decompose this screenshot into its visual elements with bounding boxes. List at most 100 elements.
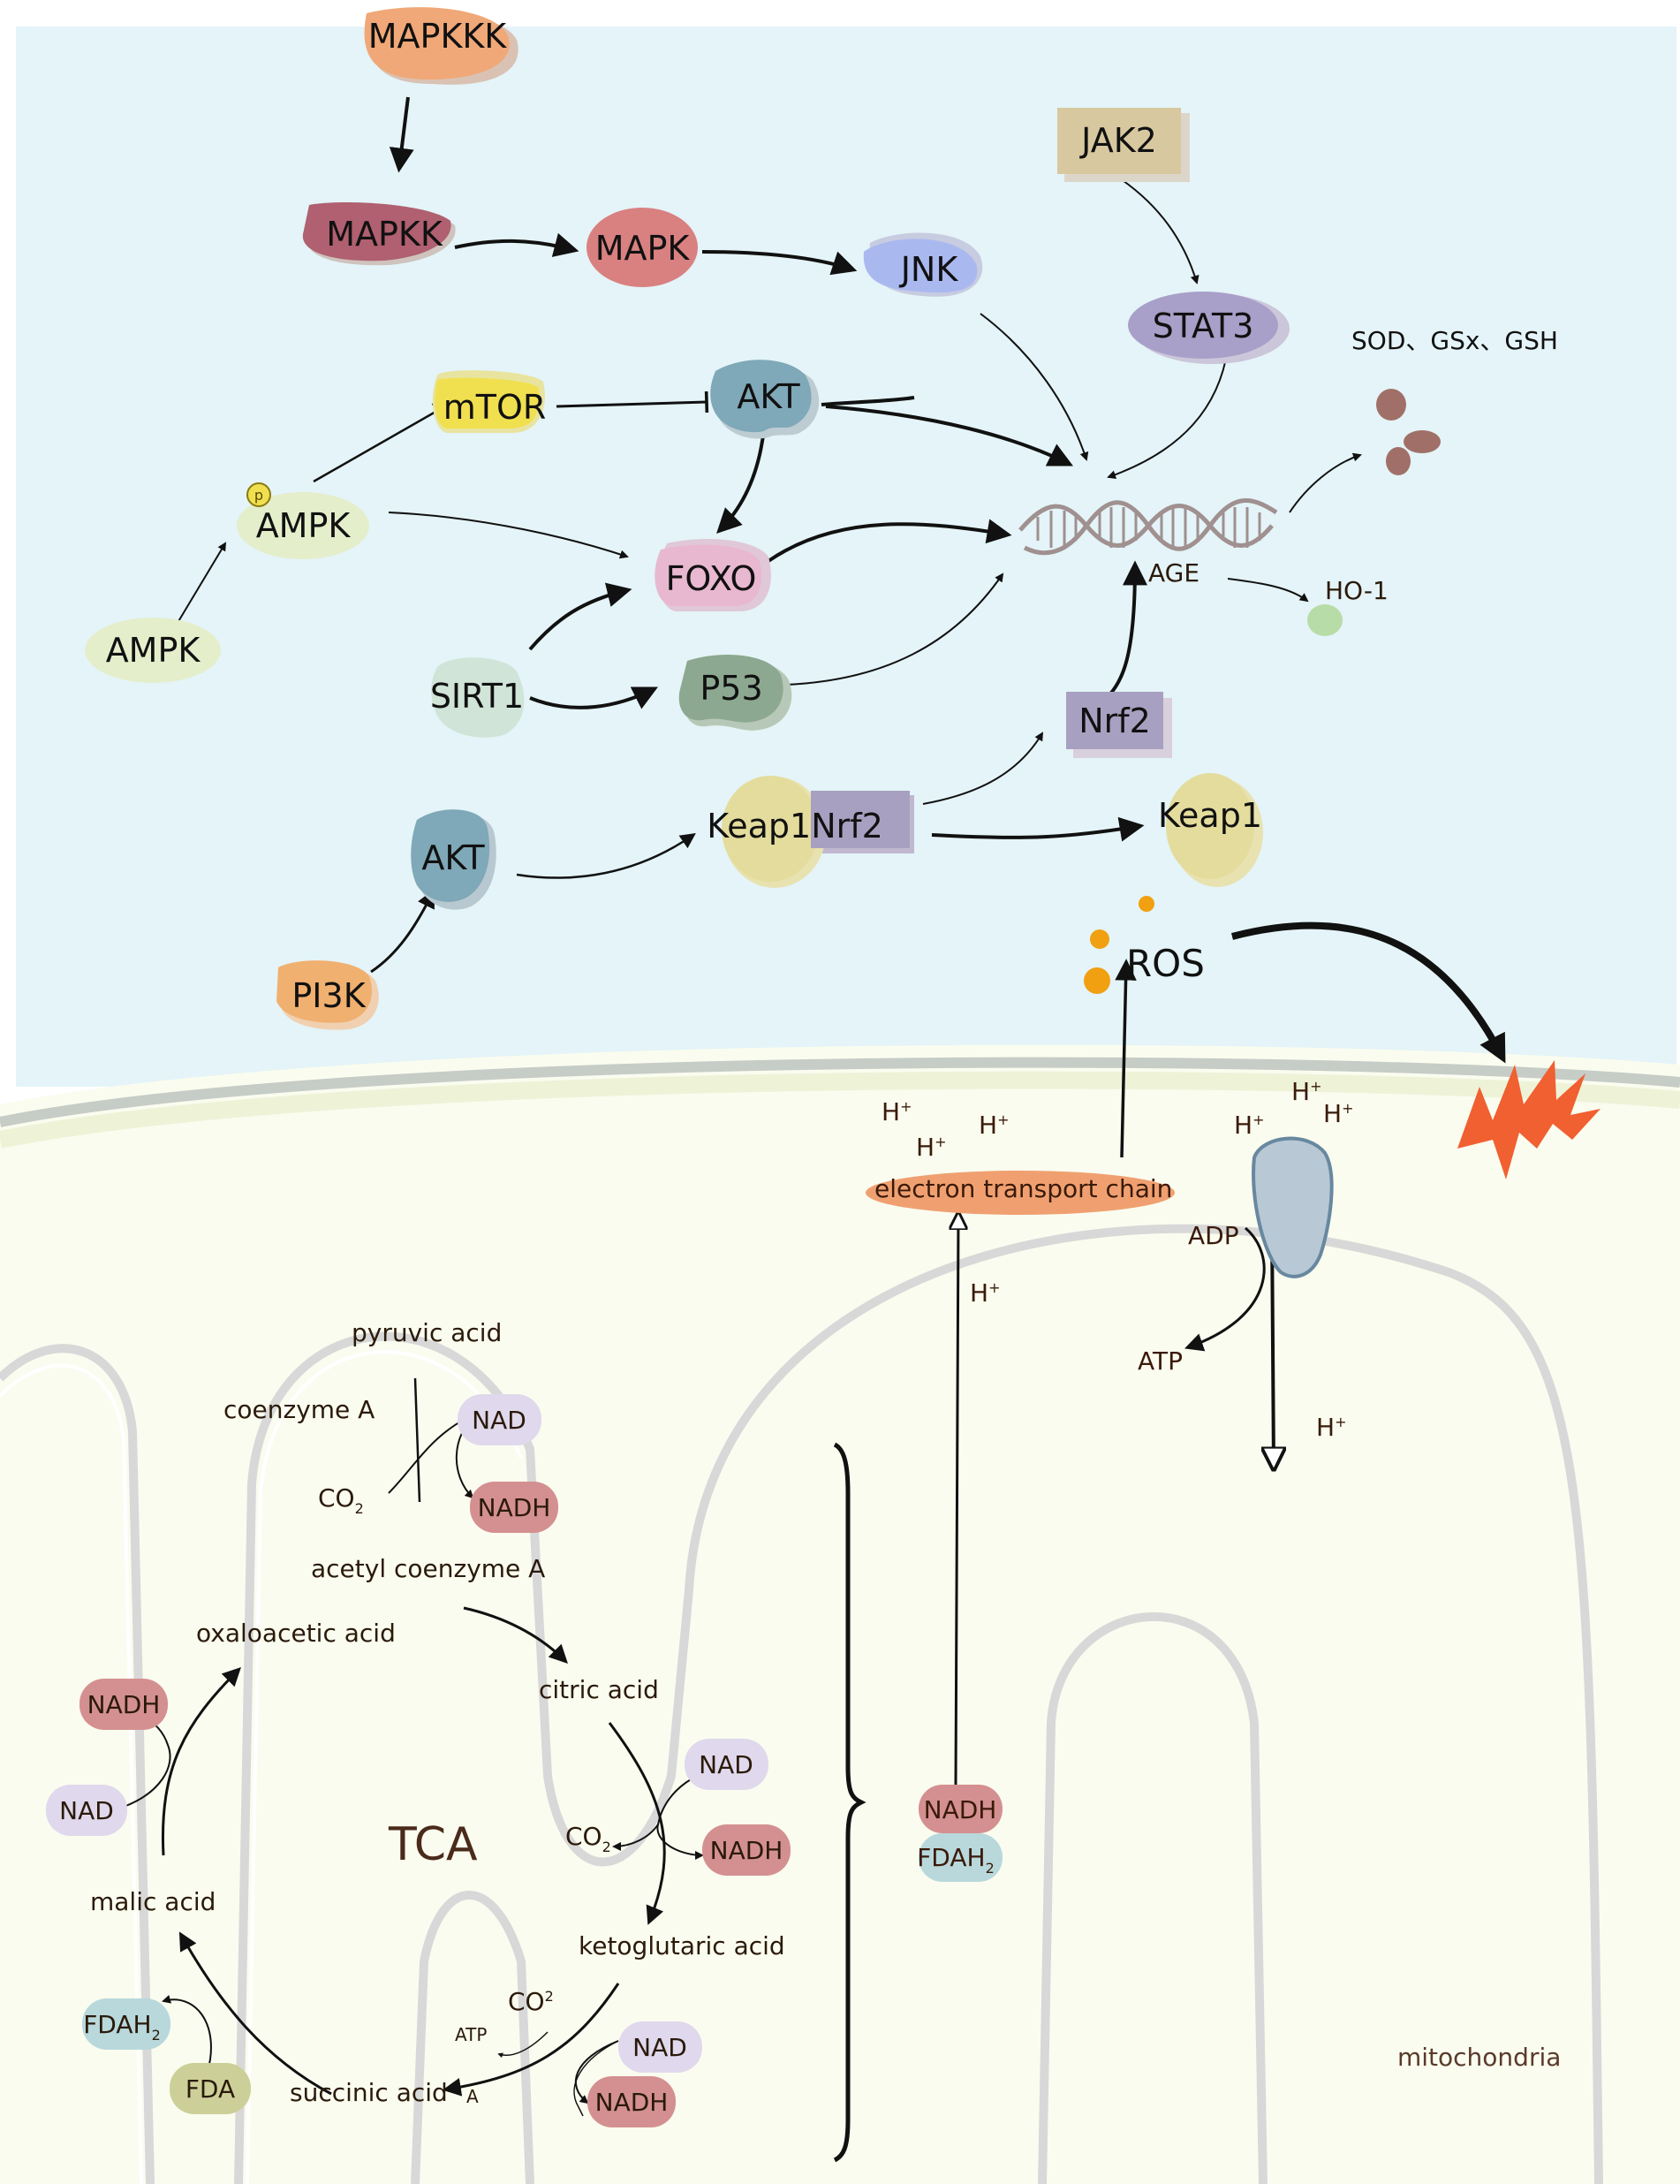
stat3-label: STAT3 xyxy=(1153,307,1254,345)
etc-nadh: NADH xyxy=(919,1785,1003,1833)
mapkk-label: MAPKK xyxy=(326,215,443,254)
etc-arrows xyxy=(956,1215,1274,1786)
antioxidants-label: SOD、GSx、GSH xyxy=(1351,326,1558,355)
node-mtor: mTOR xyxy=(432,370,547,433)
tca-fdah-label: FDAH2 xyxy=(83,2010,161,2044)
node-keap1-nrf2: Keap1Nrf2 xyxy=(707,776,914,888)
proton-2: H+ xyxy=(979,1111,1009,1140)
tca-succinic: succinic acid xyxy=(290,2078,448,2107)
node-akt-lower: AKT xyxy=(411,809,496,910)
tca-citric: citric acid xyxy=(539,1675,659,1704)
ho1-marker xyxy=(1307,604,1343,636)
node-sirt1: SIRT1 xyxy=(430,657,525,738)
tca-nadh-3-label: NADH xyxy=(710,1836,783,1865)
tca-fda-label: FDA xyxy=(185,2074,235,2104)
atp-label: ATP xyxy=(1138,1346,1183,1376)
tca-oxaloacetic: oxaloacetic acid xyxy=(196,1619,396,1648)
node-ampk-lower: AMPK xyxy=(85,618,221,683)
akt-lower-label: AKT xyxy=(421,838,485,877)
tca-nadh-1: NADH xyxy=(470,1482,558,1533)
etc-complex xyxy=(866,1171,1175,1215)
outer-membrane-inner xyxy=(0,1071,1680,1149)
tca-fdah2: FDAH2 xyxy=(82,1998,170,2050)
tca-nad-2: NAD xyxy=(46,1785,127,1836)
tca-co2-bottom: CO2 xyxy=(508,1987,554,2016)
ampk-upper-label: AMPK xyxy=(256,506,352,545)
tca-co2-mid: CO2 xyxy=(565,1822,611,1855)
pi3k-label: PI3K xyxy=(291,976,366,1015)
node-nrf2: Nrf2 xyxy=(1066,692,1172,758)
tca-nadh-4-label: NADH xyxy=(595,2088,669,2117)
mapk-label: MAPK xyxy=(595,229,691,268)
tca-nad-3: NAD xyxy=(685,1739,768,1790)
etc-fdah-label: FDAH2 xyxy=(917,1843,995,1877)
proton-labels: H+ H+ H+ H+ H+ H+ H+ H+ xyxy=(882,1077,1353,1442)
nrf2-label: Nrf2 xyxy=(1078,701,1151,740)
akt-top-label: AKT xyxy=(737,377,800,416)
ros-label: ROS xyxy=(1126,942,1205,985)
foxo-label: FOXO xyxy=(666,559,757,598)
cytoplasm-region xyxy=(16,27,1676,1087)
etc-fdah2: FDAH2 xyxy=(917,1833,1003,1882)
node-stat3: STAT3 xyxy=(1128,292,1290,364)
etc-nadh-label: NADH xyxy=(924,1795,997,1824)
node-mapkk: MAPKK xyxy=(302,202,456,266)
tca-nad-1: NAD xyxy=(458,1394,541,1445)
sirt1-label: SIRT1 xyxy=(430,677,524,716)
node-ampk-upper: p AMPK xyxy=(237,482,369,559)
tca-nad-4-label: NAD xyxy=(632,2033,687,2062)
tca-fda: FDA xyxy=(170,2063,251,2114)
atp-synthase-icon xyxy=(1252,1136,1334,1278)
tca-nad-1-label: NAD xyxy=(472,1406,526,1435)
ampk-lower-label: AMPK xyxy=(106,631,201,670)
mitochondria-label: mitochondria xyxy=(1397,2043,1561,2072)
tca-coenzyme-a: coenzyme A xyxy=(223,1395,375,1424)
damage-burst-icon xyxy=(1457,1060,1601,1179)
tca-co2-top: CO2 xyxy=(318,1483,364,1517)
tca-succinic-a: A xyxy=(466,2086,479,2107)
mapkkk-label: MAPKKK xyxy=(368,17,508,56)
tca-nadh-2-label: NADH xyxy=(87,1690,161,1719)
node-keap1: Keap1 xyxy=(1158,773,1263,887)
keap1-label: Keap1 xyxy=(1158,796,1262,835)
mtor-label: mTOR xyxy=(443,388,547,427)
ho1-label: HO-1 xyxy=(1325,576,1389,605)
node-jak2: JAK2 xyxy=(1057,108,1190,182)
p53-label: P53 xyxy=(700,669,762,708)
tca-nad-4: NAD xyxy=(618,2021,702,2073)
tca-nadh-4: NADH xyxy=(587,2076,676,2127)
tca-title: TCA xyxy=(388,1818,478,1871)
cristae xyxy=(0,1224,1603,2184)
etc-label: electron transport chain xyxy=(874,1174,1172,1203)
tca-nad-2-label: NAD xyxy=(59,1796,114,1825)
node-foxo: FOXO xyxy=(655,539,771,611)
ampk-phospho-marker: p xyxy=(254,487,263,504)
node-p53: P53 xyxy=(678,655,792,731)
tca-atp: ATP xyxy=(455,2024,487,2045)
node-mapk: MAPK xyxy=(586,208,698,287)
node-akt-top: AKT xyxy=(710,360,820,439)
jnk-label: JNK xyxy=(899,250,959,289)
tca-nadh-3: NADH xyxy=(702,1824,791,1876)
tca-nad-3-label: NAD xyxy=(699,1750,753,1779)
etc-brace xyxy=(833,1442,866,2163)
ros-dots xyxy=(1084,896,1154,994)
outer-membrane xyxy=(0,1057,1680,1127)
proton-4: H+ xyxy=(1291,1077,1321,1106)
tca-pyruvic: pyruvic acid xyxy=(352,1318,502,1347)
node-pi3k: PI3K xyxy=(276,960,379,1030)
node-mapkkk: MAPKKK xyxy=(364,7,518,85)
keap1-nrf2-label: Keap1Nrf2 xyxy=(707,807,883,846)
antioxidant-dots xyxy=(1376,389,1441,475)
tca-nadh-1-label: NADH xyxy=(478,1493,551,1522)
age-label: AGE xyxy=(1148,558,1199,588)
tca-acetyl: acetyl coenzyme A xyxy=(311,1554,545,1583)
tca-nadh-2: NADH xyxy=(79,1679,168,1730)
dna-helix-icon xyxy=(1018,498,1278,556)
jak2-label: JAK2 xyxy=(1079,121,1157,160)
adp-label: ADP xyxy=(1188,1221,1239,1250)
tca-ketoglutaric: ketoglutaric acid xyxy=(579,1931,785,1960)
tca-malic: malic acid xyxy=(90,1887,216,1916)
node-jnk: JNK xyxy=(863,232,983,297)
